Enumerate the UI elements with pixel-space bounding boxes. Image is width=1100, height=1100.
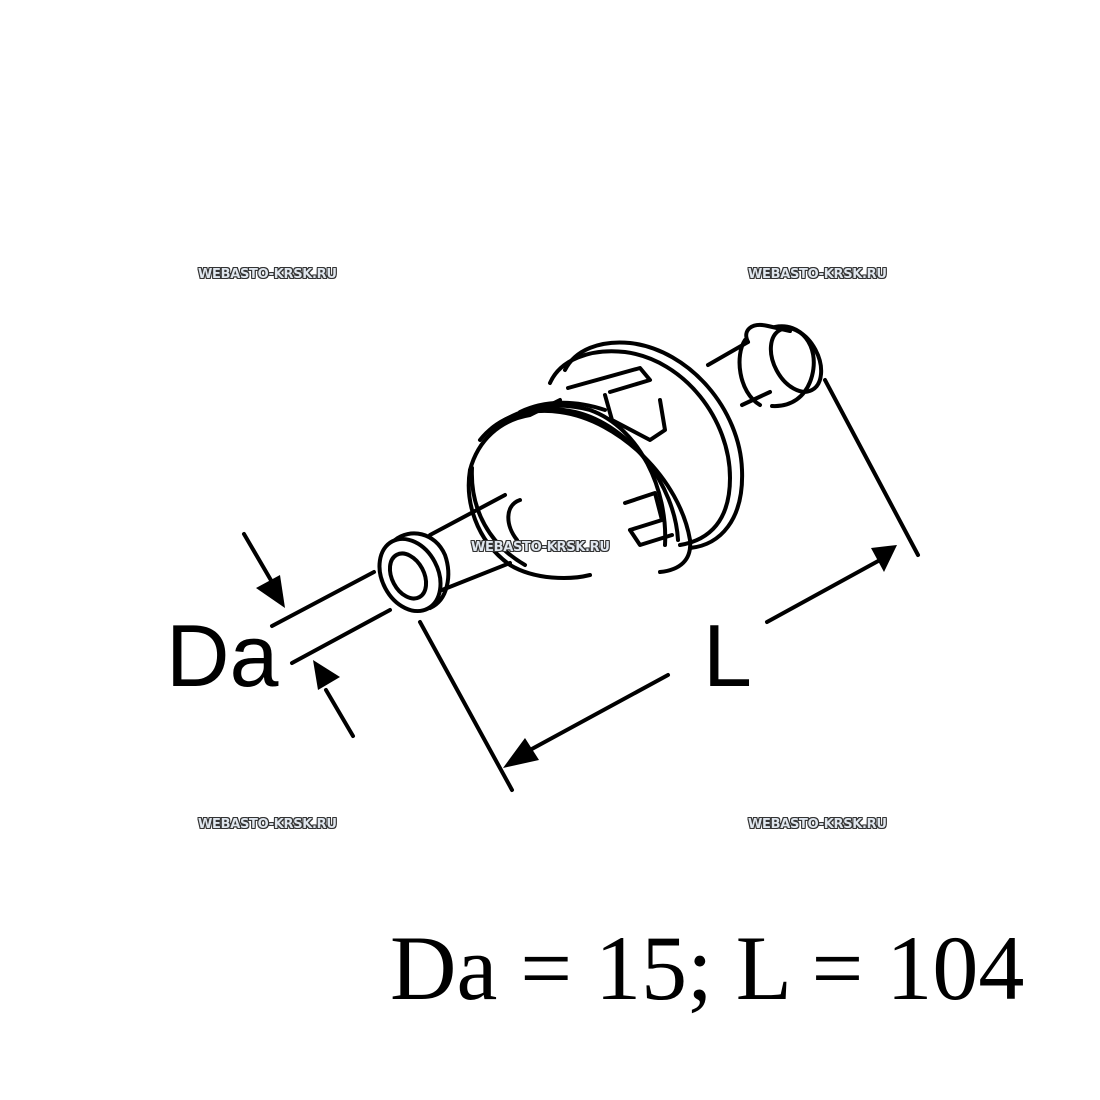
watermark-bottom-right: WEBASTO-KRSK.RU	[748, 817, 887, 832]
fitting-body	[466, 340, 745, 580]
watermark-bottom-left: WEBASTO-KRSK.RU	[198, 817, 337, 832]
watermark-top-left: WEBASTO-KRSK.RU	[198, 267, 337, 282]
l-dimension	[418, 378, 920, 792]
da-dimension	[242, 532, 392, 738]
watermark-top-right: WEBASTO-KRSK.RU	[748, 267, 887, 282]
length-label: L	[703, 606, 752, 705]
left-spigot	[377, 493, 512, 614]
diameter-label: Da	[166, 606, 279, 705]
right-spigot	[706, 323, 824, 409]
watermark-center: WEBASTO-KRSK.RU	[471, 540, 610, 555]
dimension-formula: Da = 15; L = 104	[390, 917, 1025, 1019]
